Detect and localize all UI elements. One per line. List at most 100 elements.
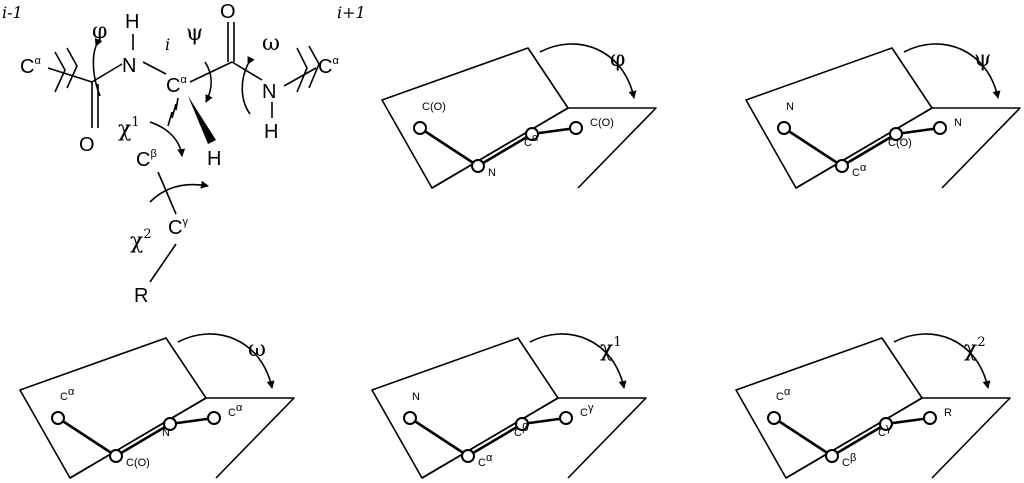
bond-chi1-0 [409,416,469,458]
atom-psi-0 [777,121,791,135]
atom-chi1-2 [515,417,529,431]
atom-label-chi2-0: Cα [776,386,791,403]
atom-psi-1 [835,159,849,173]
atom-n-left: N [122,55,136,77]
atom-ca-prev: Cα [20,55,41,78]
angle-label-chi1: χ1 [600,335,622,362]
bond-n-ca [142,61,167,75]
atom-label-omega-2: N [162,427,170,439]
plane-front-chi2 [785,397,1011,479]
atom-psi-2 [889,127,903,141]
omega-rotation-arrow [241,55,255,115]
bond-ca-prev-c [47,67,93,83]
bond-chi1-2 [521,416,567,426]
bond-chi2-1 [831,422,887,458]
atom-h-wedge: H [207,148,221,170]
phi-label-structure: φ [92,19,107,44]
bond-ca-cb [167,97,179,127]
atom-chi1-0 [403,411,417,425]
angle-label-phi: φ [610,47,625,72]
psi-rotation-arrow [204,61,213,103]
atom-label-chi1-1: Cα [478,452,493,469]
plane-front-phi [431,107,657,189]
angle-label-chi2: χ2 [964,335,986,362]
atom-phi-1 [471,159,485,173]
atom-ca-next: Cα [318,55,339,78]
atom-r: R [134,285,148,307]
peptide-structure: i-1 i i+1 Cα O φ N H Cα ψ H O [2,1,366,307]
bond-phi-0 [419,126,479,168]
plane-front-omega [69,397,295,479]
atom-label-omega-0: Cα [60,386,75,403]
chi1-rotation-arrow [149,121,186,157]
omega-label-structure: ω [262,31,280,56]
dihedral-panels: φC(O)NCαC(O)ψNCαC(O)NωCαC(O)NCαχ1NCαCβCγ… [19,43,1021,479]
bond-chi2-0 [773,416,833,458]
angle-label-psi: ψ [974,47,991,72]
atom-label-phi-2: Cα [524,132,539,149]
bond-c-n-left [91,63,123,83]
rotation-arrow-psi [903,43,1001,99]
bond-psi-1 [841,132,897,168]
chi1-label: χ1 [118,115,140,142]
chi2-rotation-arrow [149,180,209,203]
angle-label-omega: ω [248,337,266,362]
panel-phi: φC(O) N Cα C(O) [381,43,657,189]
atom-o-top: O [220,1,236,23]
atom-label-chi1-3: Cγ [580,402,594,419]
atom-chi1-1 [461,449,475,463]
atom-o-bottom: O [79,134,95,156]
bond-wedge-h [188,96,216,144]
bond-omega-2 [169,416,215,426]
bond-psi-2 [895,126,941,136]
atom-label-psi-3: N [954,117,962,129]
residue-label-next: i+1 [337,3,366,22]
rotation-arrow-chi1 [529,333,627,389]
bond-cg-r [149,243,177,283]
atom-label-psi-1: Cα [852,162,867,179]
plane-front-chi1 [421,397,647,479]
bond-phi-2 [531,126,577,136]
atom-chi1-3 [559,411,573,425]
rotation-arrow-chi2 [893,333,991,389]
bond-ca-c-right [189,61,233,83]
atom-phi-2 [525,127,539,141]
atom-label-omega-3: Cα [228,402,243,419]
atom-n-right: N [262,81,276,103]
atom-label-chi1-0: N [412,391,420,403]
panel-chi1: χ1N Cα Cβ Cγ [371,333,647,479]
atom-omega-0 [51,411,65,425]
atom-label-phi-3: C(O) [590,117,614,129]
atom-omega-1 [109,449,123,463]
atom-chi2-2 [879,417,893,431]
atom-chi2-0 [767,411,781,425]
atom-label-phi-0: C(O) [422,101,446,113]
atom-cg: Cγ [168,216,188,239]
bond-n-ca-next [283,67,317,87]
atom-psi-3 [933,121,947,135]
atom-label-chi2-2: Cγ [878,422,892,439]
atom-phi-3 [569,121,583,135]
bond-chi2-2 [885,416,931,426]
bond-chi1-1 [467,422,523,458]
atom-h-top: H [125,11,139,33]
atom-phi-0 [413,121,427,135]
atom-label-psi-2: C(O) [888,137,912,149]
bond-cb-cg [157,171,177,215]
atom-h-right: H [264,121,278,143]
atom-omega-3 [207,411,221,425]
bond-c-n-right [231,61,263,81]
atom-ca-center: Cα [166,74,187,97]
atom-omega-2 [163,417,177,431]
atom-label-omega-1: C(O) [126,457,150,469]
plane-front-psi [795,107,1021,189]
rotation-arrow-omega [177,333,275,389]
atom-label-chi1-2: Cβ [514,422,528,439]
bond-omega-0 [57,416,117,458]
atom-chi2-1 [825,449,839,463]
atom-cb: Cβ [136,148,157,171]
atom-label-phi-1: N [488,167,496,179]
phi-rotation-arrow [92,38,103,97]
